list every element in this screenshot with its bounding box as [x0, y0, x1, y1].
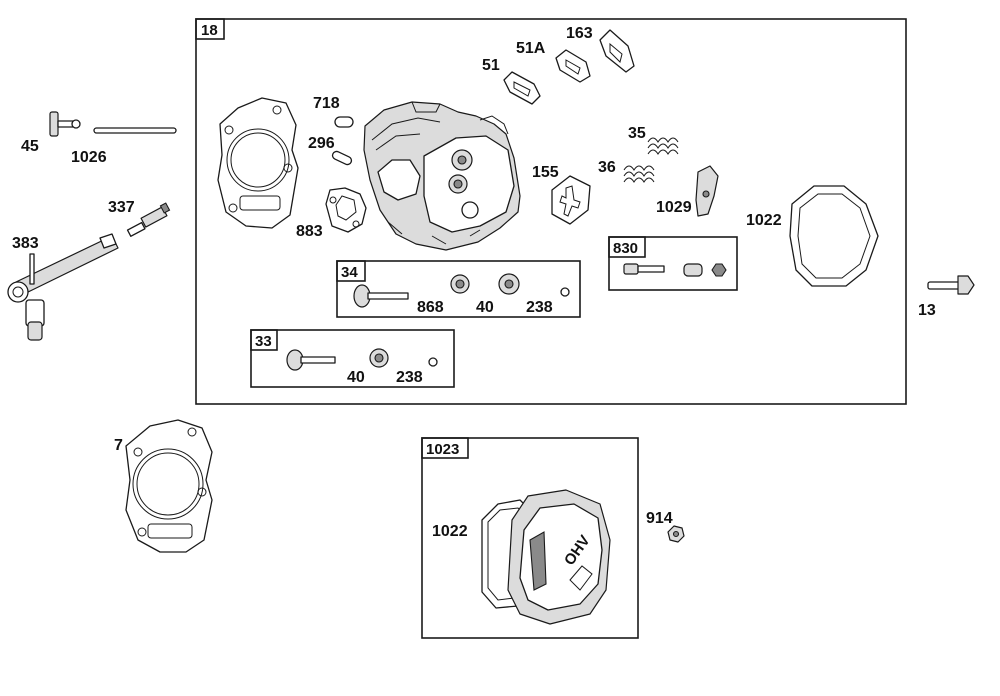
- spacer-51a[interactable]: [555, 49, 591, 83]
- label-883: 883: [296, 223, 323, 240]
- label-51: 51: [482, 57, 500, 74]
- gasket-163[interactable]: [599, 29, 635, 73]
- label-35: 35: [628, 125, 646, 142]
- head-gasket-upper[interactable]: [217, 97, 299, 229]
- label-45: 45: [21, 138, 39, 155]
- group-830-tag: 830: [613, 240, 638, 257]
- retainer-40-lower[interactable]: [369, 348, 389, 368]
- label-238-lower: 238: [396, 369, 423, 386]
- group-1023: 1023: [421, 437, 639, 639]
- group-1023-tag: 1023: [426, 441, 459, 458]
- label-163: 163: [566, 25, 593, 42]
- rocker-arm-1029[interactable]: [695, 165, 719, 217]
- pivot-830[interactable]: [683, 263, 703, 277]
- retainer-40-upper[interactable]: [498, 273, 520, 295]
- group-33-tag: 33: [255, 333, 272, 350]
- label-40-upper: 40: [476, 299, 494, 316]
- group-34-tag: 34: [341, 264, 358, 281]
- dowel-pin-718[interactable]: [334, 116, 354, 128]
- push-rod-guide-45[interactable]: [49, 111, 81, 137]
- nut-830[interactable]: [711, 263, 727, 277]
- breather-plate-155[interactable]: [551, 175, 591, 225]
- label-13: 13: [918, 302, 936, 319]
- label-238-upper: 238: [526, 299, 553, 316]
- seal-868[interactable]: [450, 274, 470, 294]
- label-7: 7: [114, 437, 123, 454]
- pin-296[interactable]: [331, 150, 353, 166]
- group-34: 34: [336, 260, 581, 318]
- group-18-tag: 18: [201, 22, 218, 39]
- gasket-883[interactable]: [325, 187, 367, 233]
- group-830: 830: [608, 236, 738, 291]
- valve-spring-35[interactable]: [647, 137, 679, 155]
- valve-cover-1023[interactable]: OHV: [507, 489, 611, 625]
- label-718: 718: [313, 95, 340, 112]
- label-296: 296: [308, 135, 335, 152]
- cover-gasket-1022-upper[interactable]: [789, 185, 879, 287]
- valve-34[interactable]: [353, 284, 409, 308]
- valve-spring-36[interactable]: [623, 165, 655, 183]
- label-155: 155: [532, 164, 559, 181]
- keeper-238-upper[interactable]: [560, 287, 570, 297]
- group-18: 18: [195, 18, 907, 405]
- bolt-13[interactable]: [927, 275, 975, 295]
- spark-plug-wrench-383[interactable]: [7, 233, 119, 341]
- label-1026: 1026: [71, 149, 107, 166]
- keeper-238-lower[interactable]: [428, 357, 438, 367]
- gasket-51[interactable]: [503, 71, 541, 105]
- screw-914[interactable]: [667, 525, 685, 543]
- label-383: 383: [12, 235, 39, 252]
- label-1022-lower: 1022: [432, 523, 468, 540]
- group-33: 33: [250, 329, 455, 388]
- head-gasket-7[interactable]: [125, 419, 213, 553]
- valve-33[interactable]: [286, 349, 336, 371]
- cylinder-head[interactable]: [363, 101, 521, 251]
- label-337: 337: [108, 199, 135, 216]
- label-1022-upper: 1022: [746, 212, 782, 229]
- label-40-lower: 40: [347, 369, 365, 386]
- rocker-stud-830[interactable]: [623, 263, 665, 275]
- label-1029: 1029: [656, 199, 692, 216]
- label-914: 914: [646, 510, 673, 527]
- label-51a: 51A: [516, 40, 546, 57]
- label-36: 36: [598, 159, 616, 176]
- spark-plug-337[interactable]: [126, 202, 171, 237]
- label-868: 868: [417, 299, 444, 316]
- push-rod-1026[interactable]: [93, 127, 177, 134]
